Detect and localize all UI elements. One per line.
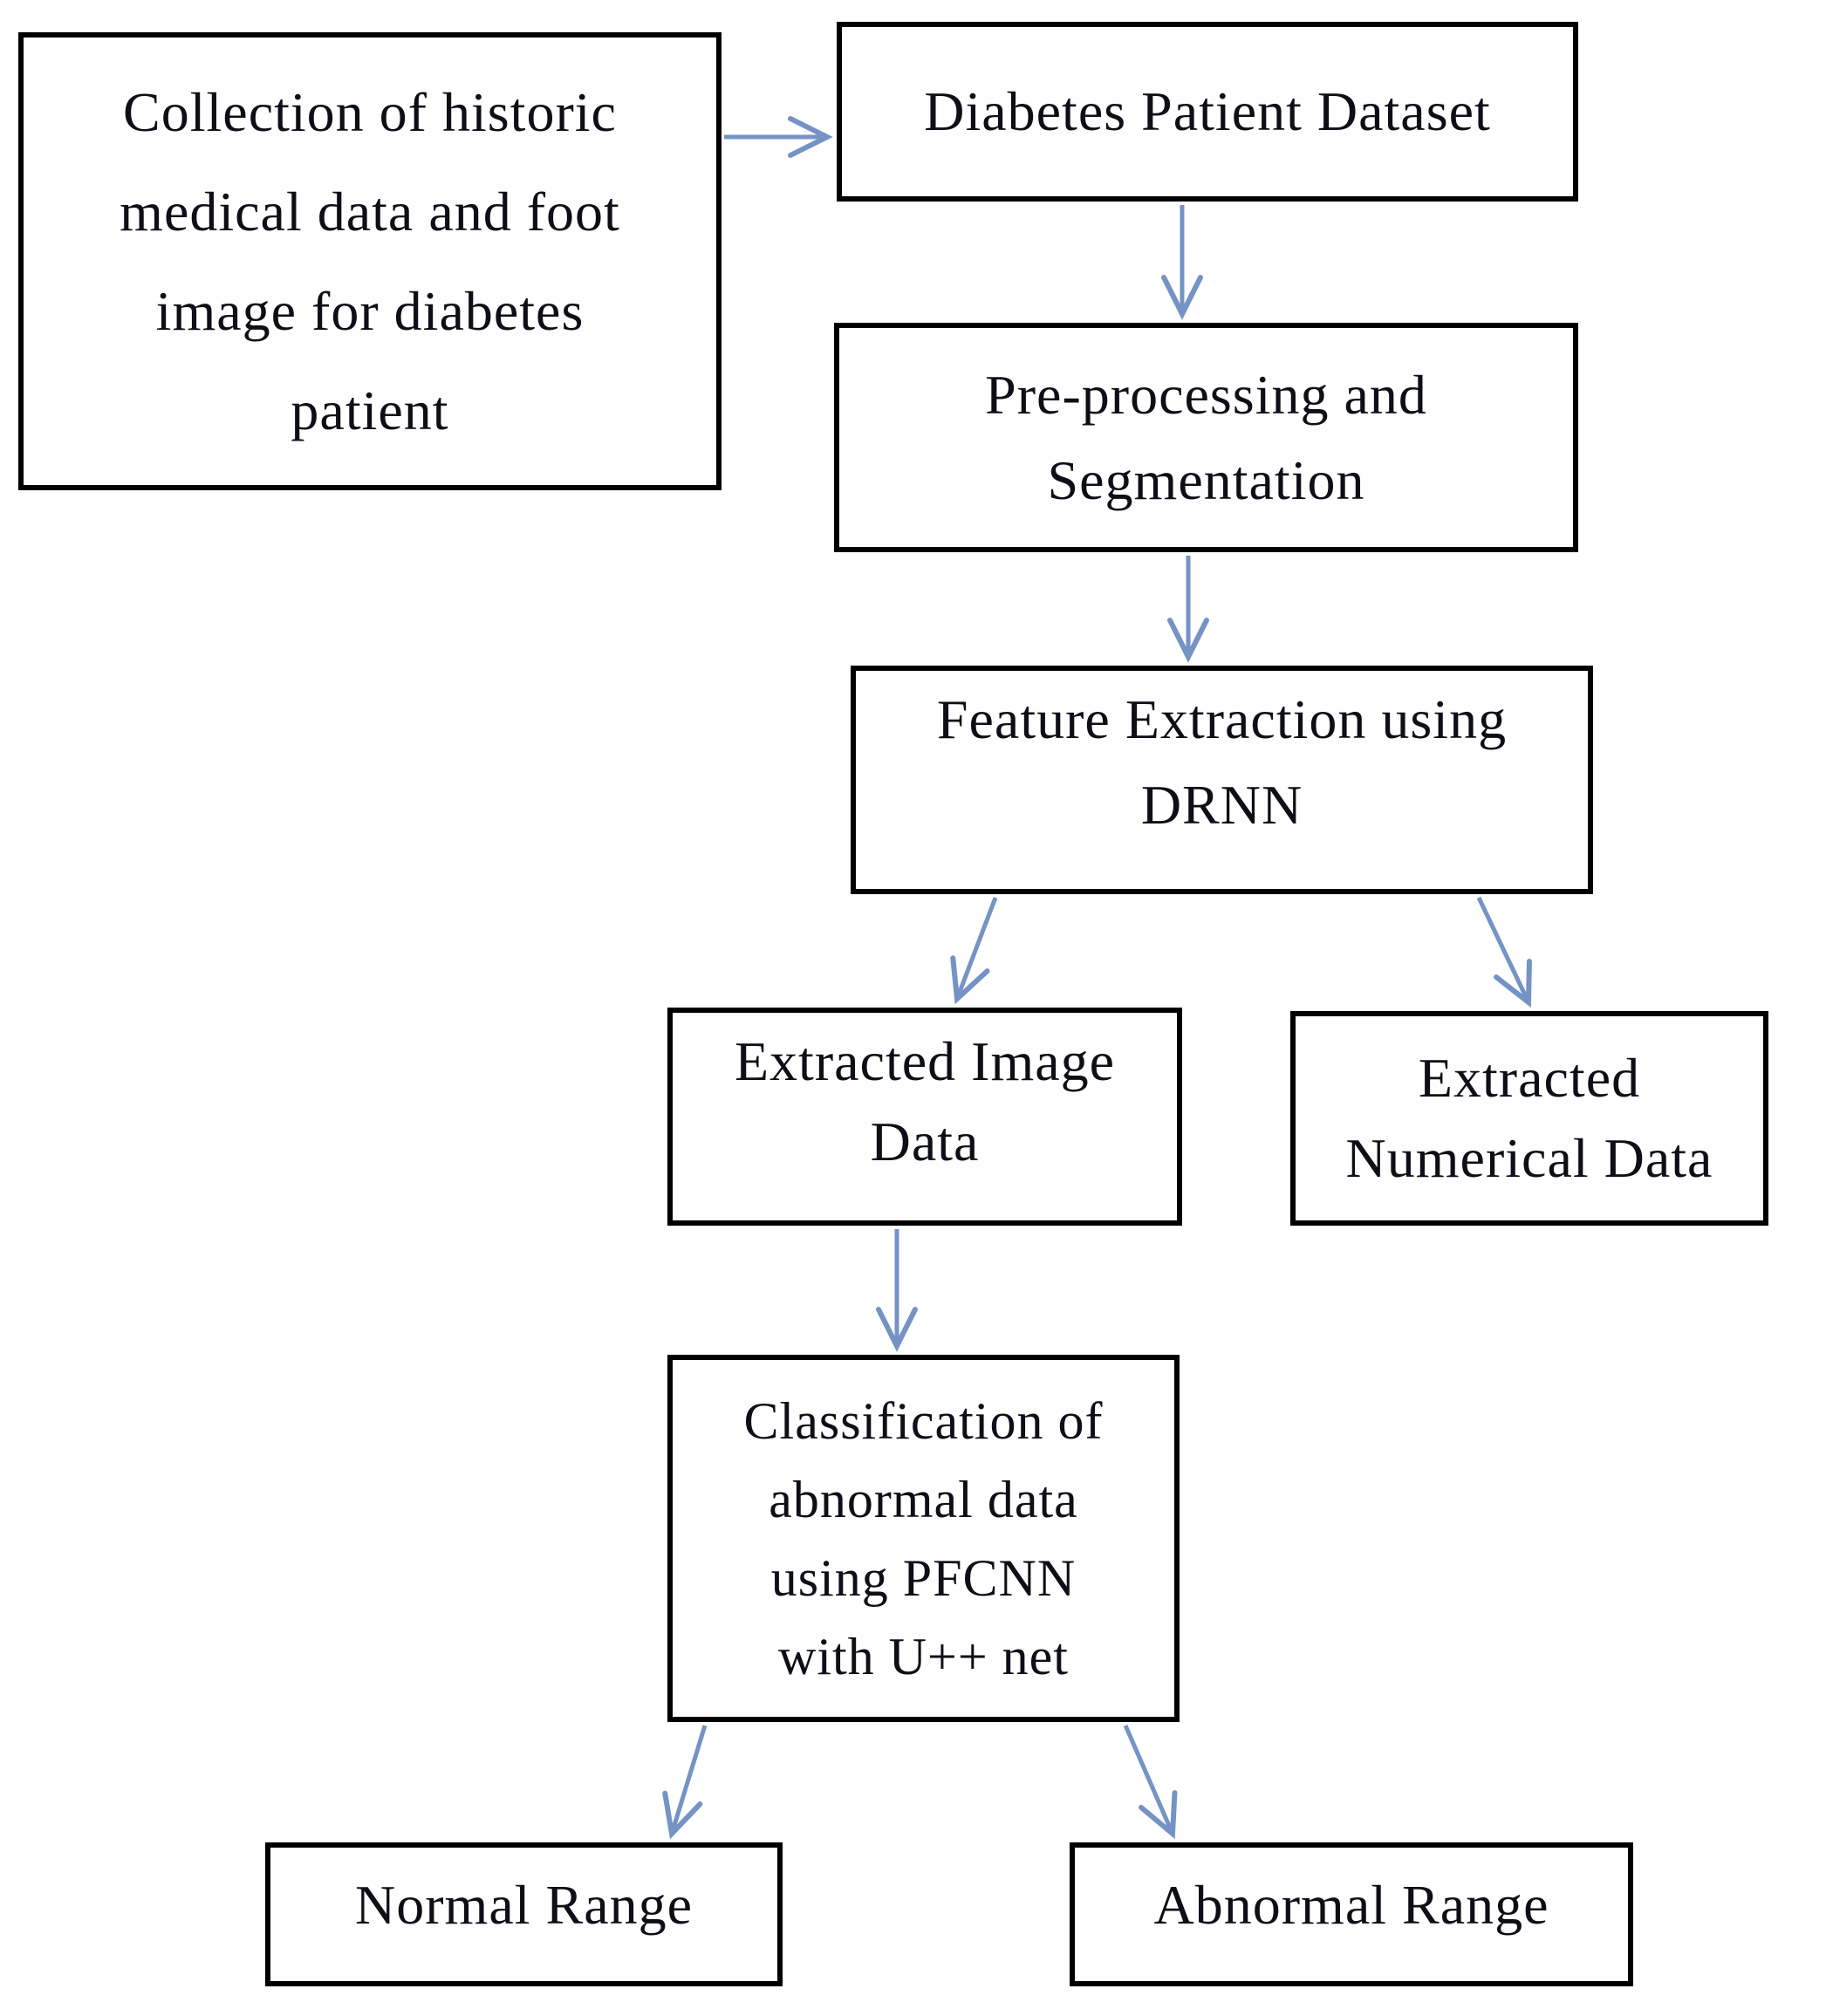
node-preprocessing-segmentation: Pre-processing and Segmentation [834, 323, 1578, 552]
edge-classify-to-abnormal [1123, 1725, 1178, 1840]
node-abnormal-range: Abnormal Range [1070, 1842, 1633, 1986]
edge-classify-to-normal [662, 1725, 708, 1840]
node-normal-range: Normal Range [265, 1842, 783, 1986]
node-extracted-image-data: Extracted Image Data [667, 1008, 1182, 1226]
node-classification-pfcnn-unet: Classification of abnormal data using PF… [667, 1355, 1180, 1722]
edge-feature-to-eximage [950, 897, 998, 1005]
node-extracted-numerical-data: Extracted Numerical Data [1290, 1011, 1768, 1226]
node-diabetes-patient-dataset: Diabetes Patient Dataset [837, 22, 1578, 202]
node-collection-of-historic-data: Collection of historic medical data and … [18, 32, 722, 490]
edge-feature-to-exnumerical [1476, 896, 1532, 1008]
node-feature-extraction-drnn: Feature Extraction using DRNN [851, 666, 1593, 894]
